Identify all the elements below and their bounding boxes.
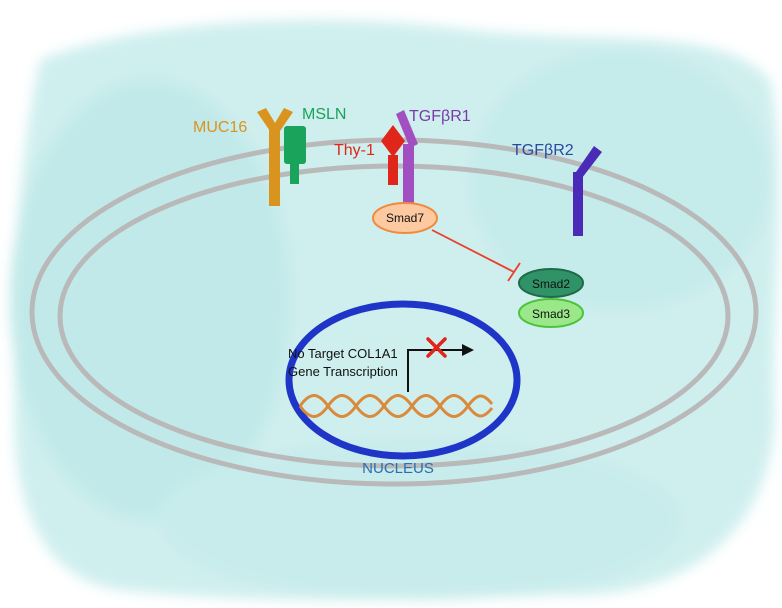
smad7-label: Smad7 (386, 211, 424, 225)
muc16-label: MUC16 (193, 119, 247, 136)
inhibition-line (431, 229, 521, 282)
tgfbr1-receptor (396, 110, 418, 210)
smad7-protein (372, 202, 438, 234)
smad3-protein (518, 298, 584, 328)
background-wash (10, 20, 780, 600)
msln-protein (284, 126, 306, 184)
thy1-label: Thy-1 (334, 142, 375, 159)
thy1-protein (381, 125, 405, 185)
nucleus-label: NUCLEUS (362, 460, 434, 477)
muc16-receptor (257, 108, 293, 206)
transcription-label-line1: No Target COL1A1 (288, 346, 398, 361)
smad2-protein (518, 268, 584, 298)
tgfbr2-label: TGFβR2 (512, 142, 574, 159)
transcription-arrow (407, 344, 474, 392)
msln-label: MSLN (302, 106, 346, 123)
tgfbr1-label: TGFβR1 (409, 108, 471, 125)
nucleus-ring (285, 300, 521, 460)
dna-helix (298, 394, 494, 418)
smad3-label: Smad3 (532, 307, 570, 321)
smad2-label: Smad2 (532, 277, 570, 291)
tgfbr2-receptor (573, 146, 602, 236)
blocked-x-icon (426, 337, 447, 358)
transcription-label-line2: Gene Transcription (288, 364, 398, 379)
